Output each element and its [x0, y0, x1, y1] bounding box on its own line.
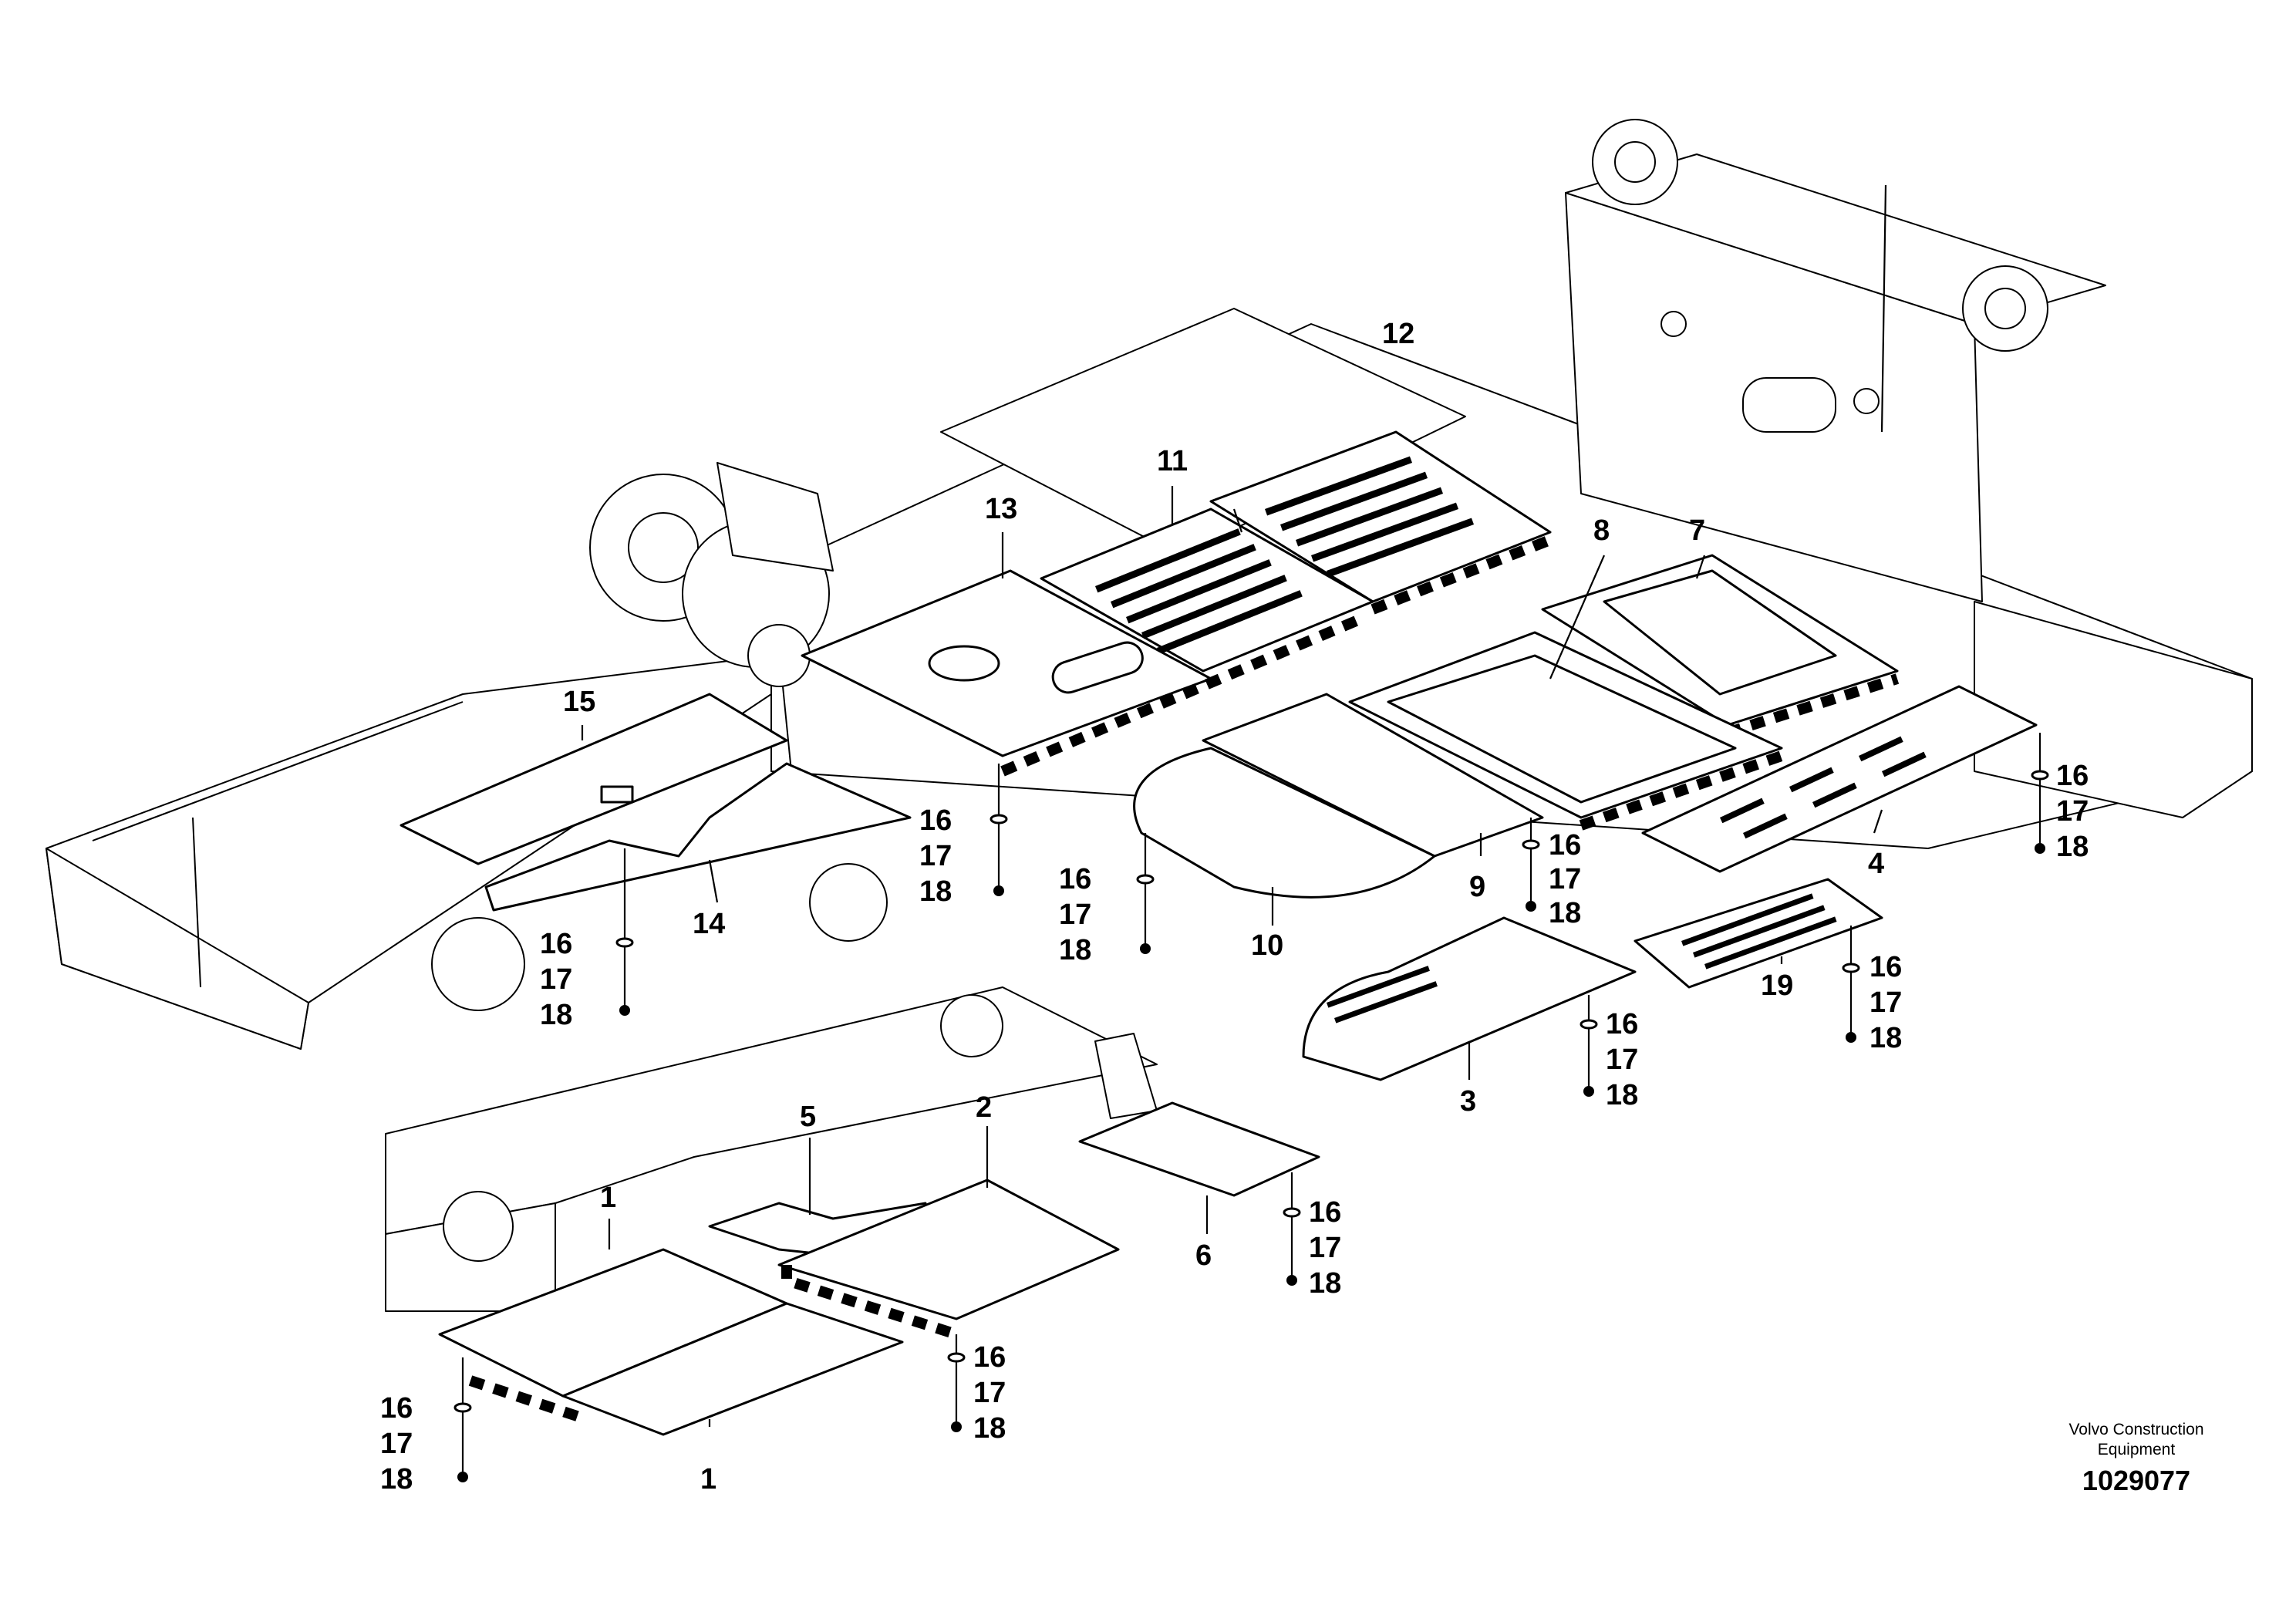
fastener-stack-9: [1522, 818, 1540, 912]
callout-16: 16: [1309, 1196, 1341, 1229]
callout-10: 10: [1251, 929, 1283, 962]
footer-block: Volvo Construction Equipment 1029077: [2068, 1421, 2203, 1496]
cover-1-pair: [438, 1248, 904, 1436]
callout-3: 3: [1460, 1085, 1476, 1118]
callout-17: 17: [540, 963, 572, 996]
callout-17: 17: [973, 1377, 1006, 1409]
callout-1-upper: 1: [600, 1182, 616, 1214]
cover-6: [1078, 1101, 1320, 1197]
callout-16: 16: [973, 1341, 1006, 1374]
callout-18: 18: [1059, 934, 1091, 966]
callout-16: 16: [380, 1392, 413, 1425]
callout-16: 16: [1606, 1008, 1638, 1040]
company-name-line2: Equipment: [2098, 1441, 2176, 1458]
callout-7: 7: [1689, 514, 1705, 547]
cover-9: [1202, 693, 1544, 858]
document-number: 1029077: [2082, 1465, 2190, 1496]
upper-frame-outline: [46, 119, 2253, 1312]
callout-17: 17: [919, 840, 952, 872]
callout-16: 16: [919, 804, 952, 837]
fastener-stack-2: [947, 1334, 966, 1432]
fastener-stack-6: [1283, 1172, 1301, 1286]
callout-18: 18: [540, 999, 572, 1031]
callout-2: 2: [976, 1091, 992, 1124]
cover-15: [400, 693, 788, 865]
callout-15: 15: [563, 686, 595, 718]
callout-14: 14: [693, 908, 725, 940]
callout-18: 18: [1549, 897, 1581, 929]
callout-17: 17: [2056, 795, 2089, 828]
callout-17: 17: [1549, 863, 1581, 895]
callout-18: 18: [2056, 831, 2089, 863]
callout-12: 12: [1382, 318, 1414, 350]
fastener-stack-10: [1136, 833, 1155, 954]
callout-18: 18: [380, 1463, 413, 1496]
fastener-stack-3: [1580, 995, 1598, 1097]
cover-11: [1040, 508, 1374, 673]
callout-16: 16: [1870, 951, 1902, 983]
fastener-stack-15: [615, 848, 634, 1016]
callout-18: 18: [919, 875, 952, 908]
callout-17: 17: [1309, 1232, 1341, 1264]
cover-12: [1209, 430, 1553, 615]
cover-2: [777, 1179, 1120, 1340]
callout-9: 9: [1469, 871, 1485, 903]
cover-19: [1633, 878, 1883, 989]
cover-13: [801, 569, 1367, 777]
callout-17: 17: [380, 1428, 413, 1460]
callout-17: 17: [1870, 986, 1902, 1019]
callout-17: 17: [1059, 899, 1091, 931]
callout-5: 5: [800, 1101, 816, 1133]
leader-lines: [581, 184, 1887, 1427]
callout-11: 11: [1157, 445, 1188, 477]
callout-18: 18: [1870, 1022, 1902, 1054]
callout-16: 16: [1059, 863, 1091, 895]
cover-10: [1133, 747, 1436, 899]
company-name-line1: Volvo Construction: [2068, 1421, 2203, 1438]
cover-14: [484, 762, 912, 912]
callout-18: 18: [1309, 1267, 1341, 1300]
callout-8: 8: [1593, 514, 1610, 547]
fastener-callouts: 16 17 18 16 17 18 16 17 18 16 17 18 16 1…: [380, 760, 2089, 1496]
callout-19: 19: [1761, 969, 1793, 1002]
cover-4: [1641, 685, 2038, 873]
callout-18: 18: [1606, 1079, 1638, 1111]
cover-7: [1541, 554, 1900, 738]
cover-3: [1302, 916, 1637, 1081]
callout-18: 18: [973, 1412, 1006, 1445]
callout-4: 4: [1868, 848, 1884, 880]
callout-17: 17: [1606, 1044, 1638, 1076]
part-callouts: 12 11 13 8 7 15 14 9 10 4 19 3 6 5 2 1 1: [563, 318, 1884, 1496]
cover-8: [1348, 631, 1784, 831]
fastener-stack-1: [453, 1357, 472, 1482]
callout-16: 16: [540, 928, 572, 960]
callout-1-lower: 1: [700, 1463, 716, 1496]
callout-16: 16: [2056, 760, 2089, 792]
callout-13: 13: [985, 493, 1017, 525]
fastener-stack-13: [990, 764, 1008, 896]
fastener-stack-4: [2031, 733, 2049, 854]
fastener-stack-19: [1842, 926, 1860, 1043]
callout-16: 16: [1549, 829, 1581, 862]
callout-6: 6: [1195, 1239, 1212, 1272]
